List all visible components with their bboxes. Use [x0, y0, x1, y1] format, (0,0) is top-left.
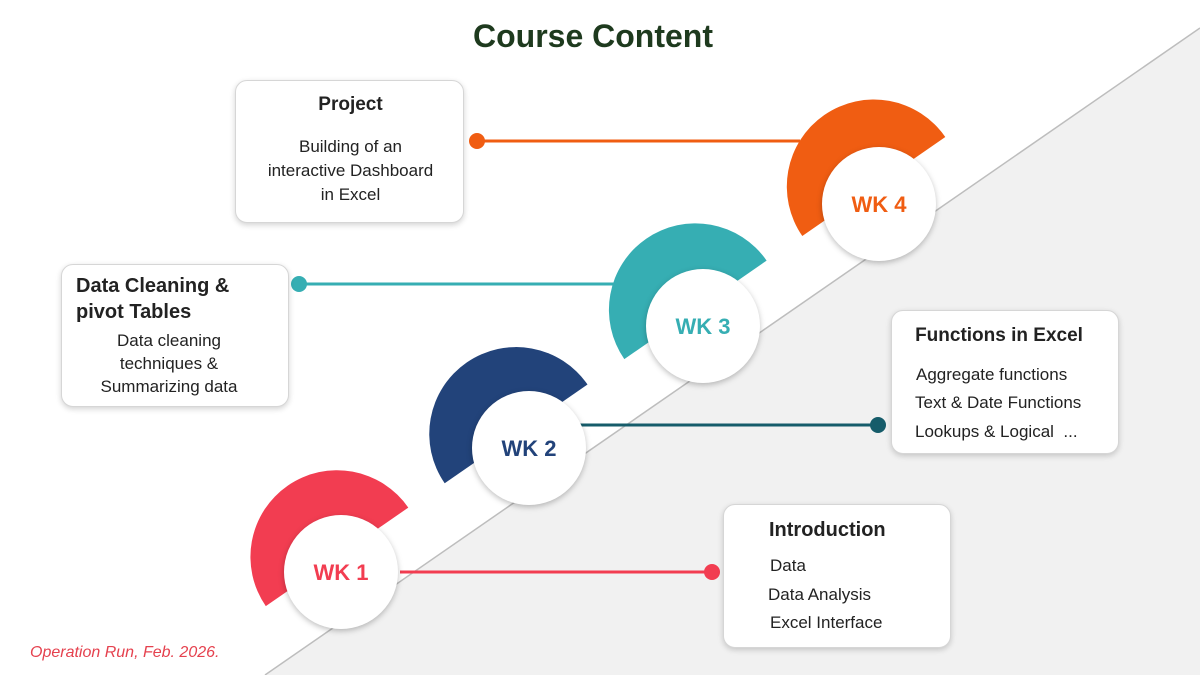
wk1-label: WK 1 [314, 560, 369, 585]
data-cleaning-card-line: Data cleaning [117, 331, 221, 350]
introduction-card-line: Data Analysis [768, 585, 871, 604]
data-cleaning-card-title: pivot Tables [76, 301, 192, 323]
wk2-circle [472, 391, 586, 505]
functions-card-line: Aggregate functions [916, 365, 1068, 384]
footer-note: Operation Run, Feb. 2026. [30, 644, 220, 661]
wk3-label: WK 3 [676, 314, 731, 339]
wk4-circle [822, 147, 936, 261]
project-card-title: Project [318, 94, 383, 115]
introduction-card-title: Introduction [769, 519, 886, 541]
functions-card: Functions in Excel Aggregate functions T… [891, 310, 1119, 454]
page-title: Course Content [473, 18, 713, 54]
introduction-card-line: Data [770, 556, 806, 575]
wk3-circle [646, 269, 760, 383]
wk4-label: WK 4 [852, 192, 908, 217]
functions-card-line: Lookups & Logical ... [915, 422, 1078, 441]
wk3-connector-dot [291, 276, 307, 292]
functions-card-title: Functions in Excel [915, 325, 1083, 346]
wk4-connector-dot [469, 133, 485, 149]
wk2-connector-dot [870, 417, 886, 433]
project-card-line: in Excel [320, 185, 381, 204]
functions-card-line: Text & Date Functions [915, 393, 1082, 412]
wk2-label: WK 2 [502, 436, 557, 461]
introduction-card-line: Excel Interface [770, 613, 883, 632]
wk1-connector-dot [704, 564, 720, 580]
data-cleaning-card-line: techniques & [119, 354, 219, 373]
project-card-line: Building of an [298, 137, 403, 156]
wk1-circle [284, 515, 398, 629]
data-cleaning-card-title: Data Cleaning & [76, 275, 230, 297]
project-card-line: interactive Dashboard [267, 161, 434, 180]
introduction-card: Introduction Data Data Analysis Excel In… [723, 504, 951, 648]
project-card: Project Building of an interactive Dashb… [235, 80, 464, 223]
data-cleaning-card: Data Cleaning & pivot Tables Data cleani… [61, 264, 289, 407]
data-cleaning-card-line: Summarizing data [100, 377, 238, 396]
